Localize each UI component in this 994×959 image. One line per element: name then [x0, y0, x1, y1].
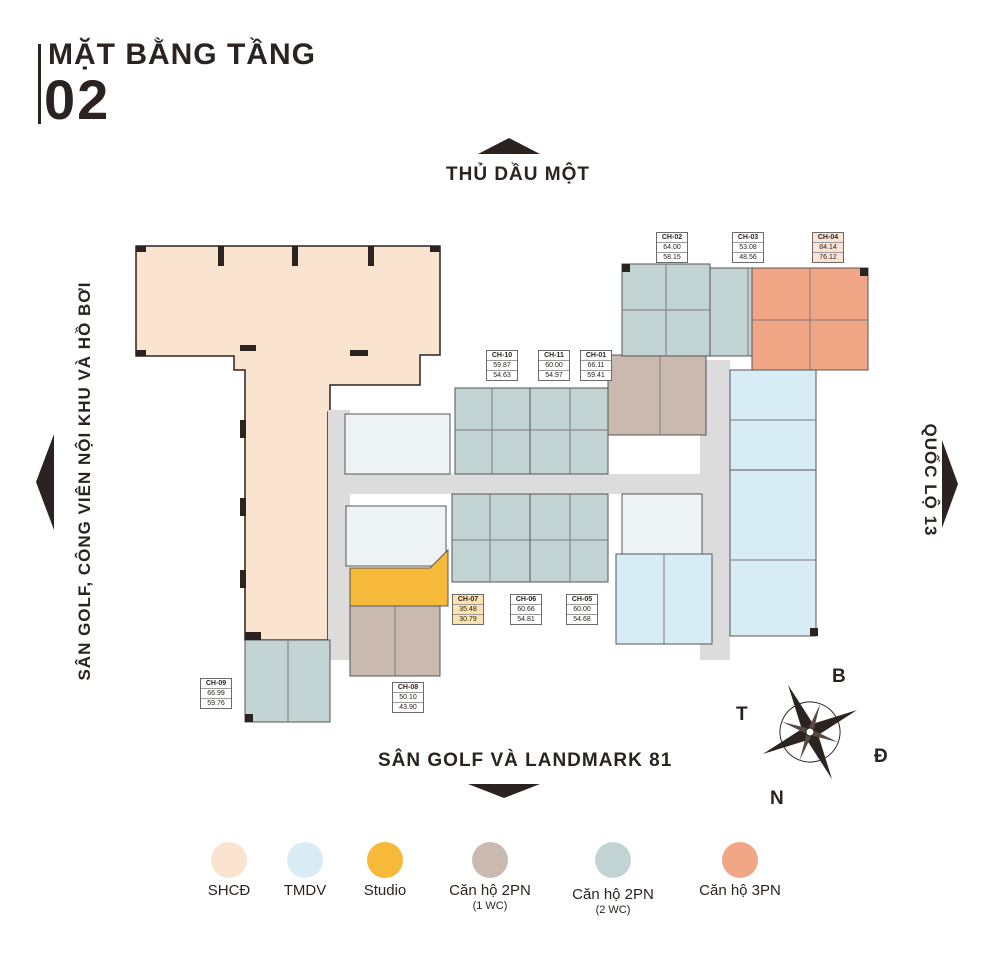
arrow-up-icon — [478, 138, 540, 154]
compass-west: T — [736, 704, 749, 725]
legend-swatch-2pn-1wc — [472, 842, 508, 878]
arrow-right-icon — [942, 440, 958, 528]
unit-ch-07 — [349, 548, 449, 607]
legend-label-2pn-1wc: Căn hộ 2PN — [449, 882, 531, 899]
legend-label-2pn-2wc: Căn hộ 2PN — [572, 886, 654, 903]
legend-label-tmdv: TMDV — [283, 882, 327, 899]
arrow-left-icon — [36, 434, 54, 530]
unit-ch-11 — [529, 387, 609, 475]
compass-south: N — [770, 788, 785, 809]
unit-ch-01 — [607, 354, 707, 436]
legend-swatch-studio — [367, 842, 403, 878]
direction-bottom: SÂN GOLF VÀ LANDMARK 81 — [378, 750, 673, 771]
legend-label-studio: Studio — [363, 882, 407, 899]
compass-rose-icon — [762, 684, 858, 780]
arrow-down-icon — [468, 784, 540, 798]
legend-sub-2pn-1wc: (1 WC) — [472, 900, 508, 912]
floor-number: 02 — [44, 68, 111, 131]
legend-swatch-shcd — [211, 842, 247, 878]
legend-swatch-3pn — [722, 842, 758, 878]
unit-ch-05 — [529, 493, 609, 583]
legend-label-3pn: Căn hộ 3PN — [699, 882, 781, 899]
corridor — [328, 474, 728, 494]
compass-east: Đ — [874, 746, 889, 767]
legend-sub-2pn-2wc: (2 WC) — [595, 904, 631, 916]
service-core-se — [621, 493, 703, 555]
legend-swatch-tmdv — [287, 842, 323, 878]
legend-swatch-2pn-2wc — [595, 842, 631, 878]
floor-plan-title: MẶT BẰNG TẦNG — [48, 38, 316, 71]
title-bar — [38, 44, 41, 124]
tmdv-east-2 — [729, 469, 817, 637]
service-core-nw — [344, 413, 451, 475]
service-core-sw — [345, 505, 447, 567]
compass-north: B — [832, 666, 847, 687]
unit-ch-06 — [451, 493, 531, 583]
legend-label-shcd: SHCĐ — [207, 882, 251, 899]
direction-top: THỦ DẦU MỘT — [446, 164, 590, 185]
